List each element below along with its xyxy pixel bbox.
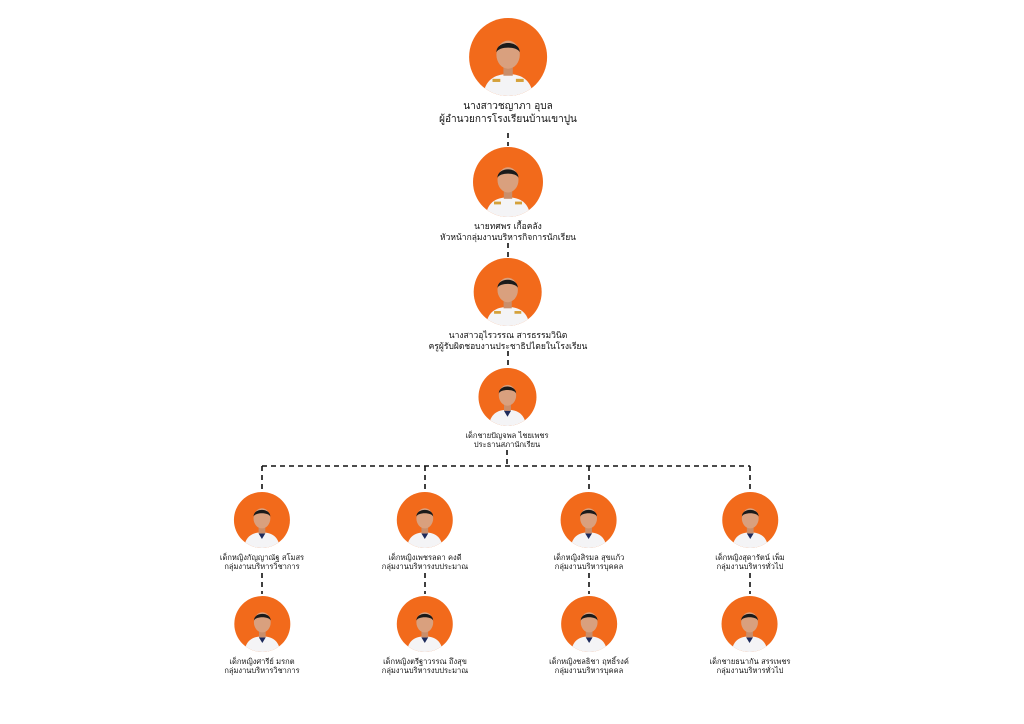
member-role: ครูผู้รับผิดชอบงานประชาธิปไตยในโรงเรียน	[428, 341, 588, 352]
member-name: เด็กหญิงกัญญาณัฐ สโมสร	[219, 553, 305, 562]
member-name: เด็กหญิงชลธิชา ฤทธิ์รงค์	[549, 657, 629, 666]
member-name: เด็กชายปัญจพล ไชยเพชร	[465, 431, 549, 440]
member-name: นางสาวอุไรวรรณ สารธรรมวินิต	[448, 331, 568, 341]
node-branch-2-top: เด็กหญิงเพชรลดา คงดีกลุ่มงานบริหารงบประม…	[382, 492, 468, 572]
member-role: กลุ่มงานบริหารทั่วไป	[716, 666, 784, 676]
member-name: นางสาวชญาภา อุบล	[463, 101, 553, 112]
node-level-3: นางสาวอุไรวรรณ สารธรรมวินิตครูผู้รับผิดช…	[428, 258, 588, 352]
portrait-icon	[233, 596, 290, 652]
member-name: เด็กหญิงเพชรลดา คงดี	[388, 553, 462, 562]
member-role: กลุ่มงานบริหารงบประมาณ	[381, 666, 469, 676]
member-role: กลุ่มงานบริหารบุคคล	[554, 666, 624, 676]
member-name: เด็กชายธนากัน สรรเพชร	[709, 657, 791, 666]
node-branch-4-top: เด็กหญิงสุดารัตน์ เพ็มกลุ่มงานบริหารทั่ว…	[715, 492, 785, 572]
member-name: เด็กหญิงสิรมล สุขแก้ว	[553, 553, 625, 562]
portrait-icon	[233, 492, 290, 548]
member-role: หัวหน้ากลุ่มงานบริหารกิจการนักเรียน	[440, 232, 576, 243]
portrait-icon	[396, 492, 453, 548]
node-level-4: เด็กชายปัญจพล ไชยเพชรประธานสภานักเรียน	[465, 368, 549, 450]
member-role: ผู้อำนวยการโรงเรียนบ้านเขาปูน	[439, 113, 577, 125]
member-role: ประธานสภานักเรียน	[473, 440, 541, 450]
member-role: กลุ่มงานบริหารบุคคล	[554, 562, 624, 572]
node-branch-1-bottom: เด็กหญิงศารีย์ มรกตกลุ่มงานบริหารวิชาการ	[224, 596, 300, 676]
member-name: เด็กหญิงตรีฐาวรรณ ถึงสุข	[383, 657, 467, 666]
portrait-icon	[722, 492, 778, 548]
member-role: กลุ่มงานบริหารทั่วไป	[716, 562, 784, 572]
member-role: กลุ่มงานบริหารงบประมาณ	[381, 562, 469, 572]
member-name: เด็กหญิงสุดารัตน์ เพ็ม	[715, 553, 785, 562]
member-name: เด็กหญิงศารีย์ มรกต	[229, 657, 295, 666]
node-level-2: นายทศพร เกื้อคลังหัวหน้ากลุ่มงานบริหารกิ…	[440, 147, 576, 243]
node-branch-1-top: เด็กหญิงกัญญาณัฐ สโมสรกลุ่มงานบริหารวิชา…	[220, 492, 304, 572]
portrait-icon	[560, 492, 617, 548]
node-branch-4-bottom: เด็กชายธนากัน สรรเพชรกลุ่มงานบริหารทั่วไ…	[709, 596, 791, 676]
member-name: นายทศพร เกื้อคลัง	[474, 222, 542, 232]
portrait-icon	[473, 147, 543, 217]
member-role: กลุ่มงานบริหารวิชาการ	[224, 666, 300, 676]
node-level-1: นางสาวชญาภา อุบลผู้อำนวยการโรงเรียนบ้านเ…	[439, 18, 577, 126]
portrait-icon	[473, 258, 542, 326]
portrait-icon	[478, 368, 536, 426]
node-branch-2-bottom: เด็กหญิงตรีฐาวรรณ ถึงสุขกลุ่มงานบริหารงบ…	[382, 596, 468, 676]
portrait-icon	[396, 596, 453, 652]
portrait-icon	[468, 18, 547, 96]
portrait-icon	[560, 596, 617, 652]
portrait-icon	[722, 596, 778, 652]
member-role: กลุ่มงานบริหารวิชาการ	[224, 562, 300, 572]
node-branch-3-top: เด็กหญิงสิรมล สุขแก้วกลุ่มงานบริหารบุคคล	[553, 492, 625, 572]
node-branch-3-bottom: เด็กหญิงชลธิชา ฤทธิ์รงค์กลุ่มงานบริหารบุ…	[549, 596, 629, 676]
